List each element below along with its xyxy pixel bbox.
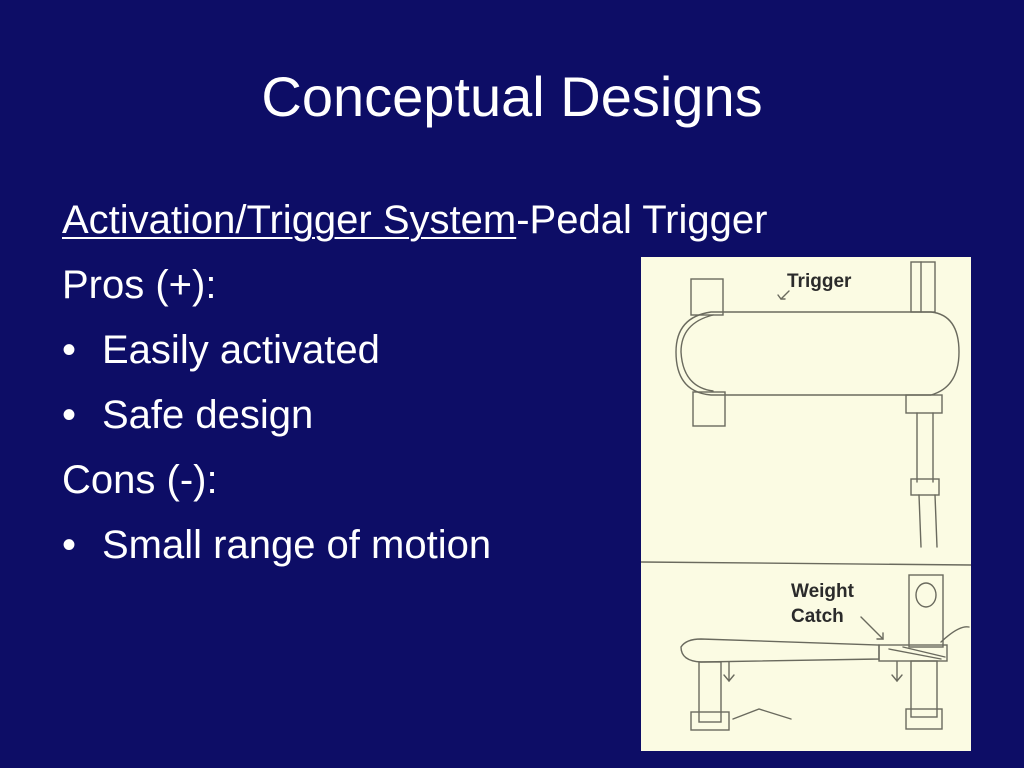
rod-shape bbox=[910, 261, 936, 313]
base-shape bbox=[690, 711, 730, 731]
section-heading: Activation/Trigger System-Pedal Trigger bbox=[62, 188, 767, 253]
pros-item: • Safe design bbox=[62, 383, 642, 448]
cons-item: • Small range of motion bbox=[62, 513, 642, 578]
support-shape bbox=[910, 660, 938, 718]
post-shape bbox=[692, 391, 726, 427]
post-shape bbox=[690, 278, 724, 316]
pedal-body-shape bbox=[675, 311, 960, 396]
base-shape bbox=[905, 708, 943, 730]
collar-shape bbox=[910, 478, 940, 496]
pedal-edge-shape bbox=[680, 314, 714, 392]
sketch-paper bbox=[641, 257, 971, 751]
pros-label: Pros (+): bbox=[62, 263, 217, 307]
pedal-trigger-sketch: Trigger bbox=[641, 257, 971, 751]
cons-item-text: Small range of motion bbox=[102, 523, 492, 567]
pros-item-text: Safe design bbox=[102, 393, 314, 437]
sketch-drawing: Trigger bbox=[641, 257, 971, 751]
spring-shape bbox=[940, 626, 970, 643]
sketch-top-view bbox=[641, 261, 971, 566]
bullet-icon: • bbox=[62, 393, 77, 437]
weight-label: Weight bbox=[791, 581, 855, 602]
ground-shape bbox=[732, 708, 792, 720]
post-shape bbox=[905, 394, 943, 414]
section-heading-rest: -Pedal Trigger bbox=[516, 198, 768, 242]
sketch-side-view bbox=[680, 574, 970, 731]
slide-title: Conceptual Designs bbox=[261, 65, 763, 128]
bullet-icon: • bbox=[62, 328, 77, 372]
trigger-label: Trigger bbox=[787, 271, 852, 292]
pros-item: • Easily activated bbox=[62, 318, 642, 383]
support-shape bbox=[698, 661, 722, 723]
wheel-shape bbox=[915, 582, 937, 608]
pros-item-text: Easily activated bbox=[102, 328, 380, 372]
bullet-icon: • bbox=[62, 523, 77, 567]
slide-body: Activation/Trigger System-Pedal Trigger … bbox=[62, 188, 767, 578]
cons-label: Cons (-): bbox=[62, 458, 218, 502]
wall-shape bbox=[908, 574, 944, 648]
catch-label: Catch bbox=[791, 606, 844, 627]
section-heading-underlined: Activation/Trigger System bbox=[62, 198, 517, 242]
